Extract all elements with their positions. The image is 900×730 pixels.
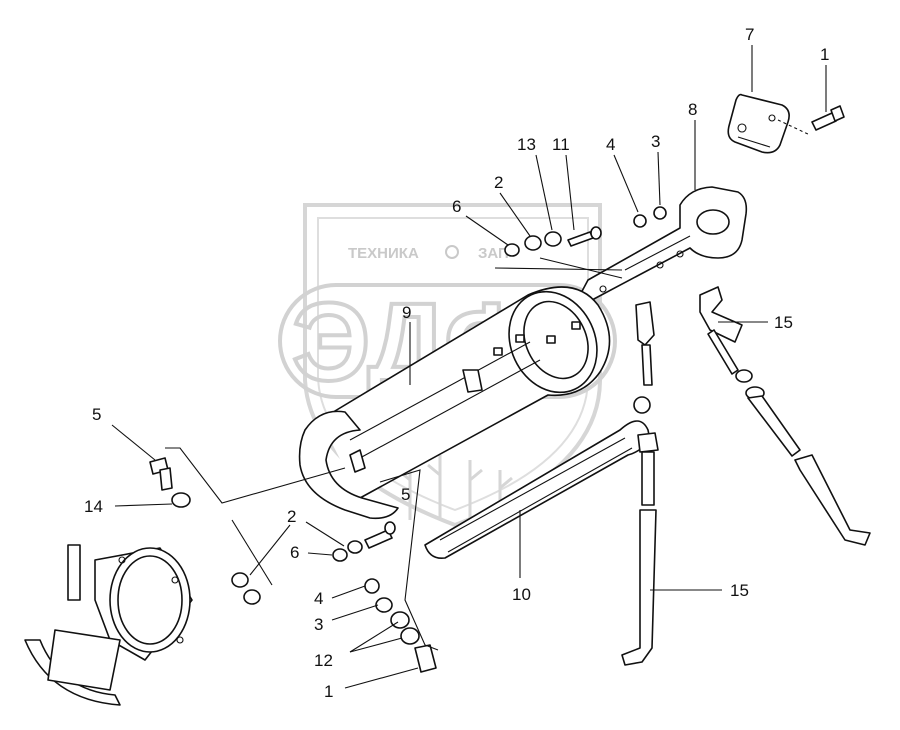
callout-labels: 7 1 8 4 3 13 11 2 6 9 15 5 14 5 2 6 10 1…	[84, 25, 829, 701]
hardware-lower-cluster	[231, 469, 439, 673]
callout-7: 7	[745, 25, 754, 44]
part-8-bracket	[579, 186, 748, 303]
part-2-washer-top	[524, 235, 542, 251]
watermark-wheat-icon	[397, 455, 513, 520]
callout-14: 14	[84, 497, 103, 516]
part-3-washer-bottom	[375, 597, 393, 613]
left-pipe-assembly	[24, 544, 193, 706]
part-6-nut-bottom	[243, 589, 261, 605]
callout-15-top: 15	[774, 313, 793, 332]
part-2-washer-bottom	[231, 572, 249, 588]
callout-2-top: 2	[494, 173, 503, 192]
callout-9: 9	[402, 303, 411, 322]
callout-15-bottom: 15	[730, 581, 749, 600]
callout-5-mid: 5	[401, 485, 410, 504]
part-6-nut-top	[504, 243, 520, 257]
part-9-main-tube	[319, 286, 611, 499]
callout-1-top: 1	[820, 45, 829, 64]
tube-flange	[298, 410, 399, 520]
callout-12: 12	[314, 651, 333, 670]
callout-13: 13	[517, 135, 536, 154]
callout-6-bottom: 6	[290, 543, 299, 562]
callout-1-bottom: 1	[324, 682, 333, 701]
callout-8: 8	[688, 100, 697, 119]
callout-4-top: 4	[606, 135, 615, 154]
callout-6-top: 6	[452, 197, 461, 216]
callout-4-bottom: 4	[314, 589, 323, 608]
hardware-upper-cluster	[494, 206, 667, 279]
part-7-cover-plate	[727, 93, 790, 154]
leader-lines	[111, 45, 827, 689]
callout-3-bottom: 3	[314, 615, 323, 634]
part-11-bolt	[567, 231, 594, 247]
part-13-washer	[544, 231, 562, 247]
part-15-strap-bottom	[621, 301, 659, 666]
callout-11: 11	[552, 135, 570, 154]
part-15-clamp-top	[699, 286, 871, 546]
callout-2-bottom: 2	[287, 507, 296, 526]
part-3-washer-top	[653, 206, 667, 220]
hardware-left-cluster	[149, 447, 346, 586]
callout-3-top: 3	[651, 132, 660, 151]
part-14-washer	[171, 492, 191, 508]
watermark-brand-text: ТЕХНИКА	[348, 245, 419, 262]
callout-5-left: 5	[92, 405, 101, 424]
watermark-gear-icon	[445, 245, 459, 259]
part-4-nut-bottom	[364, 578, 380, 594]
part-1-screw-top	[811, 105, 845, 131]
part-4-nut-top	[633, 214, 647, 228]
callout-10: 10	[512, 585, 531, 604]
watermark-brand-text-2: ЗАП	[478, 245, 509, 262]
part-1-bolt-bottom	[414, 644, 437, 673]
